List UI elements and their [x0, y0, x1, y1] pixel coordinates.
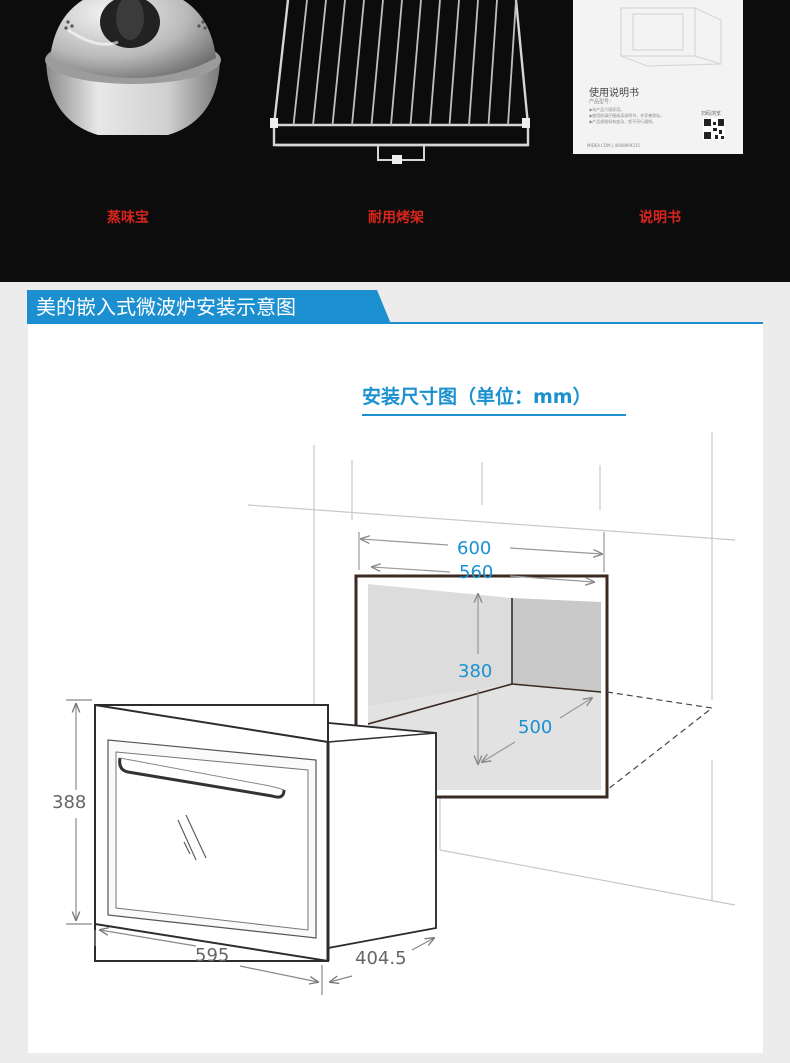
manual-scan-label: 扫码浏览 [701, 111, 722, 117]
oven-width-label: 595 [195, 945, 230, 966]
manual-caption: 说明书 [639, 210, 681, 226]
cabinet-height-label: 380 [458, 661, 493, 682]
banner-rule [27, 322, 763, 324]
manual-note-3: ◆产品规格如有变动，恕不另行通知。 [589, 119, 657, 124]
installation-diagram [66, 432, 736, 995]
manual-title: 使用说明书 [589, 88, 639, 99]
diagram-title: 安装尺寸图（单位：mm） [362, 386, 592, 408]
grill-rack-caption: 耐用烤架 [368, 210, 424, 226]
steam-pot-caption: 蒸味宝 [107, 210, 149, 226]
cabinet-depth-label: 500 [518, 717, 553, 738]
manual-booklet-icon: 使用说明书 产品型号： ◆本产品只限家用。 ◆使用前请仔细阅读说明书，并妥善保存… [573, 0, 743, 154]
cabinet-outer-width-label: 600 [457, 538, 492, 559]
diagram-title-underline [362, 414, 626, 416]
grill-rack-icon [270, 0, 530, 164]
oven-depth-label: 404.5 [355, 948, 407, 969]
cabinet-inner-width-label: 560 [459, 562, 494, 583]
manual-footer: MIDEA.COM | 4008899315 [587, 143, 640, 148]
section-banner-title: 美的嵌入式微波炉安装示意图 [36, 295, 296, 319]
steam-pot-icon [45, 0, 221, 135]
manual-note-2: ◆使用前请仔细阅读说明书，并妥善保存。 [589, 113, 665, 118]
manual-note-1: ◆本产品只限家用。 [589, 107, 625, 112]
oven-height-label: 388 [52, 792, 87, 813]
manual-model-label: 产品型号： [589, 99, 615, 105]
